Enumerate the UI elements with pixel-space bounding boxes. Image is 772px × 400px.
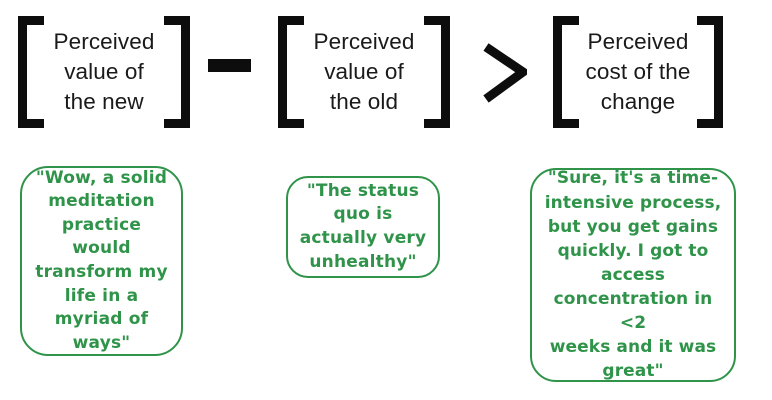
quote-box-perceived-value-of-the-old: "The status quo is actually very unhealt… [286,176,440,278]
right-square-bracket-icon [164,16,190,128]
term-label-old: Perceived value of the old [313,29,415,114]
bracket-term-perceived-cost-of-the-change: Perceived cost of the change [553,16,723,128]
term-label-new: Perceived value of the new [53,29,155,114]
bracket-term-perceived-value-of-the-new: Perceived value of the new [18,16,190,128]
left-square-bracket-icon [278,16,304,128]
equation-row: Perceived value of the new Perceived val… [0,0,772,150]
greater-than-sign-icon [483,42,531,104]
right-square-bracket-icon [424,16,450,128]
left-square-bracket-icon [553,16,579,128]
left-square-bracket-icon [18,16,44,128]
quote-text-old: "The status quo is actually very unhealt… [299,180,427,272]
bracket-term-perceived-value-of-the-old: Perceived value of the old [278,16,450,128]
quote-box-perceived-cost-of-the-change: "Sure, it's a time- intensive process, b… [530,168,736,382]
right-square-bracket-icon [697,16,723,128]
term-label-cost: Perceived cost of the change [585,29,691,114]
quote-box-perceived-value-of-the-new: "Wow, a solid meditation practice would … [20,166,183,356]
minus-sign-icon [208,59,251,72]
quote-text-new: "Wow, a solid meditation practice would … [35,167,168,353]
quote-text-cost: "Sure, it's a time- intensive process, b… [544,168,722,382]
